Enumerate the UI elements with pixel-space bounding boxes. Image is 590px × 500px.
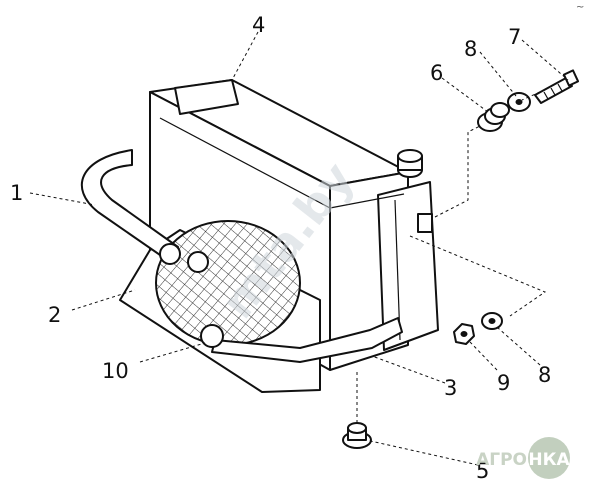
- flat-washer-upper: [507, 92, 531, 112]
- assembly-lines: [356, 91, 547, 425]
- callout-1: 1: [10, 181, 23, 205]
- callout-3: 3: [444, 376, 457, 400]
- drain-bracket: [417, 213, 433, 233]
- spring-washer: [477, 102, 510, 132]
- callout-9: 9: [497, 371, 510, 395]
- rubber-mount: [342, 422, 372, 449]
- callout-labels: 1 2 3 4 5 6 7 8 9 8 10: [10, 13, 551, 483]
- logo-right-text: НКА: [528, 450, 570, 470]
- agronka-logo: АГРО НКА: [476, 437, 570, 479]
- callout-8-upper: 8: [464, 37, 477, 61]
- lower-hose: [200, 317, 403, 363]
- logo-left-text: АГРО: [476, 450, 527, 470]
- corner-mark: ~: [576, 2, 584, 13]
- callout-8-lower: 8: [538, 363, 551, 387]
- hex-nut: [453, 323, 475, 345]
- callout-leaders: [29, 31, 569, 466]
- flat-washer-lower: [481, 312, 503, 330]
- callout-2: 2: [48, 303, 61, 327]
- callout-5: 5: [476, 459, 489, 483]
- upper-hose: [80, 149, 209, 273]
- callout-6: 6: [430, 61, 443, 85]
- callout-10: 10: [102, 359, 129, 383]
- filler-cap: [397, 149, 423, 178]
- bolt: [534, 69, 580, 104]
- callout-4: 4: [252, 13, 265, 37]
- callout-7: 7: [508, 25, 521, 49]
- logo-circle: [528, 437, 570, 479]
